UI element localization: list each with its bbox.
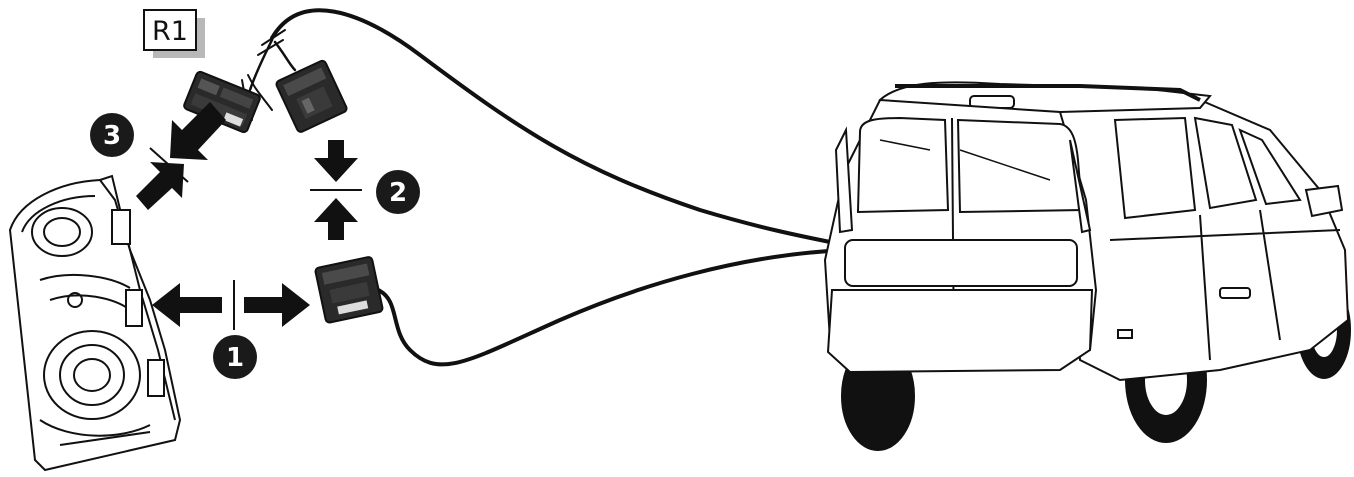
step-3-badge: 3 — [90, 113, 134, 157]
rear-window-right — [958, 120, 1082, 212]
step-1-badge: 1 — [213, 335, 257, 379]
arrow-connect-up-right — [136, 162, 184, 210]
rear-window-left — [858, 118, 948, 212]
step-2-badge: 2 — [376, 170, 420, 214]
arrow-connect-up — [314, 198, 358, 240]
tail-lamp-outline — [10, 180, 180, 470]
female-connector-upper — [275, 60, 348, 134]
arrow-connect-down — [314, 140, 358, 182]
step-2-arrows: 2 — [310, 140, 420, 240]
vehicle-rear — [825, 82, 1350, 450]
reference-label: R1 — [144, 10, 205, 58]
step-3-number: 3 — [103, 121, 121, 151]
reference-label-text: R1 — [152, 16, 188, 47]
arrow-separate-right — [244, 283, 310, 327]
side-mirror — [1306, 186, 1342, 216]
side-window-1 — [1115, 118, 1195, 218]
rear-bumper — [828, 290, 1092, 372]
tail-lamp — [10, 176, 180, 470]
step-1-arrows: 1 — [152, 280, 310, 379]
lower-harness-cable — [378, 250, 845, 364]
arrow-separate-left — [152, 283, 222, 327]
step-2-number: 2 — [389, 178, 407, 208]
lower-connector — [315, 256, 383, 323]
upper-harness-cable — [272, 10, 840, 244]
step-1-number: 1 — [226, 343, 244, 373]
